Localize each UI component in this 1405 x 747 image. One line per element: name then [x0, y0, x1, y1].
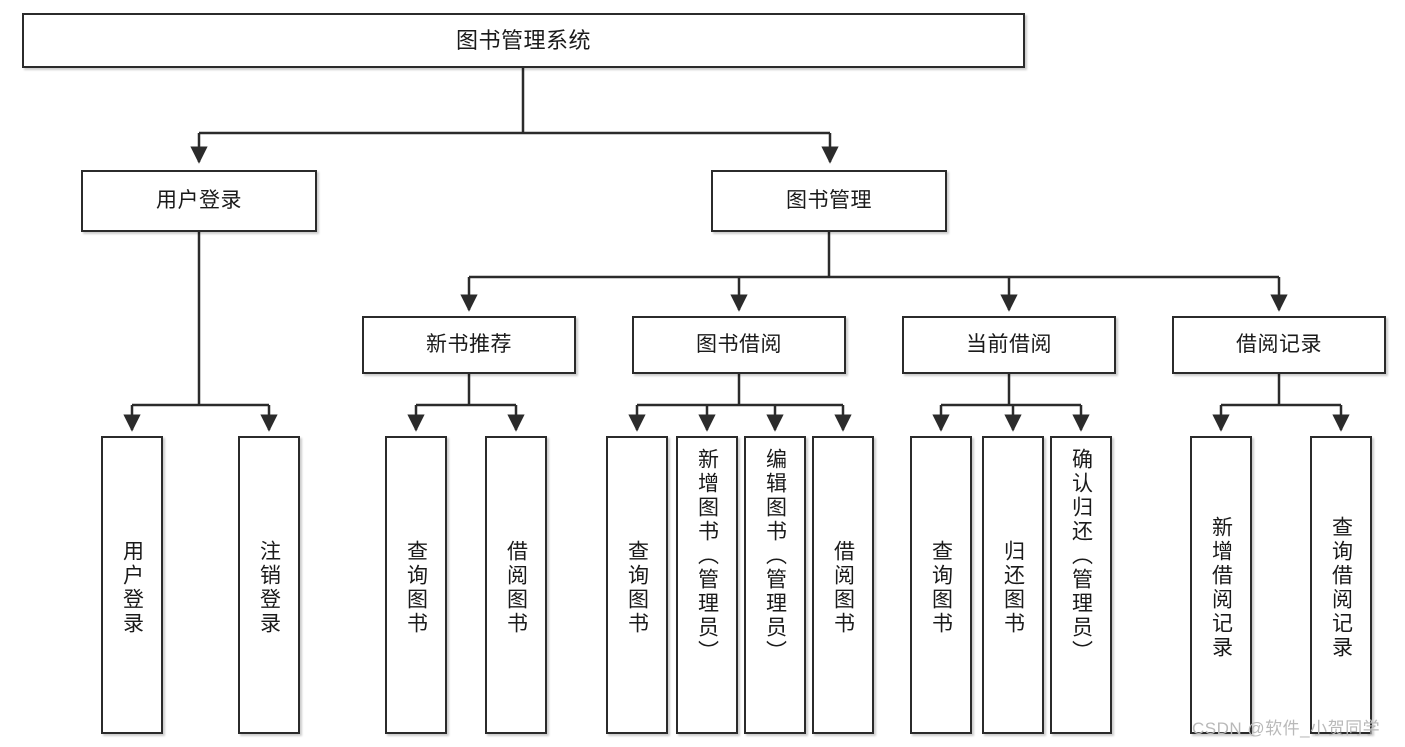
- node-leaf-query-record[interactable]: 查询借阅记录: [1310, 436, 1372, 734]
- node-leaf-query-book-3-label: 查询图书: [929, 540, 953, 636]
- node-leaf-logout[interactable]: 注销登录: [238, 436, 300, 734]
- node-book-management[interactable]: 图书管理: [711, 170, 947, 232]
- node-user-login-label: 用户登录: [156, 188, 242, 212]
- node-leaf-borrow-book-2-label: 借阅图书: [831, 540, 855, 636]
- node-leaf-logout-label: 注销登录: [257, 540, 281, 636]
- node-leaf-add-record-label: 新增借阅记录: [1209, 516, 1233, 660]
- node-current-borrow-label: 当前借阅: [966, 332, 1052, 356]
- node-root[interactable]: 图书管理系统: [22, 13, 1025, 68]
- node-leaf-add-book[interactable]: 新增图书（管理员）: [676, 436, 738, 734]
- node-borrow-record-label: 借阅记录: [1236, 332, 1322, 356]
- csdn-watermark: CSDN @软件_小贺同学: [1192, 719, 1381, 738]
- node-leaf-return-book[interactable]: 归还图书: [982, 436, 1044, 734]
- node-leaf-return-book-label: 归还图书: [1001, 540, 1025, 636]
- node-borrow-record[interactable]: 借阅记录: [1172, 316, 1386, 374]
- node-new-book-recommend[interactable]: 新书推荐: [362, 316, 576, 374]
- node-leaf-add-record[interactable]: 新增借阅记录: [1190, 436, 1252, 734]
- node-user-login[interactable]: 用户登录: [81, 170, 317, 232]
- node-leaf-confirm-return[interactable]: 确认归还（管理员）: [1050, 436, 1112, 734]
- node-leaf-query-book-1-label: 查询图书: [404, 540, 428, 636]
- node-new-book-recommend-label: 新书推荐: [426, 332, 512, 356]
- node-root-label: 图书管理系统: [455, 27, 591, 53]
- node-leaf-query-book-2[interactable]: 查询图书: [606, 436, 668, 734]
- node-leaf-query-book-2-label: 查询图书: [625, 540, 649, 636]
- node-leaf-add-book-label: 新增图书（管理员）: [695, 448, 719, 664]
- node-book-management-label: 图书管理: [786, 188, 872, 212]
- node-book-borrow[interactable]: 图书借阅: [632, 316, 846, 374]
- node-leaf-query-book-3[interactable]: 查询图书: [910, 436, 972, 734]
- node-leaf-borrow-book-1[interactable]: 借阅图书: [485, 436, 547, 734]
- node-leaf-user-login-label: 用户登录: [120, 540, 144, 636]
- node-leaf-query-book-1[interactable]: 查询图书: [385, 436, 447, 734]
- node-leaf-user-login[interactable]: 用户登录: [101, 436, 163, 734]
- node-current-borrow[interactable]: 当前借阅: [902, 316, 1116, 374]
- node-leaf-query-record-label: 查询借阅记录: [1329, 516, 1353, 660]
- node-leaf-edit-book[interactable]: 编辑图书（管理员）: [744, 436, 806, 734]
- node-leaf-borrow-book-1-label: 借阅图书: [504, 540, 528, 636]
- node-leaf-confirm-return-label: 确认归还（管理员）: [1069, 448, 1093, 664]
- node-leaf-edit-book-label: 编辑图书（管理员）: [763, 448, 787, 664]
- node-leaf-borrow-book-2[interactable]: 借阅图书: [812, 436, 874, 734]
- node-book-borrow-label: 图书借阅: [696, 332, 782, 356]
